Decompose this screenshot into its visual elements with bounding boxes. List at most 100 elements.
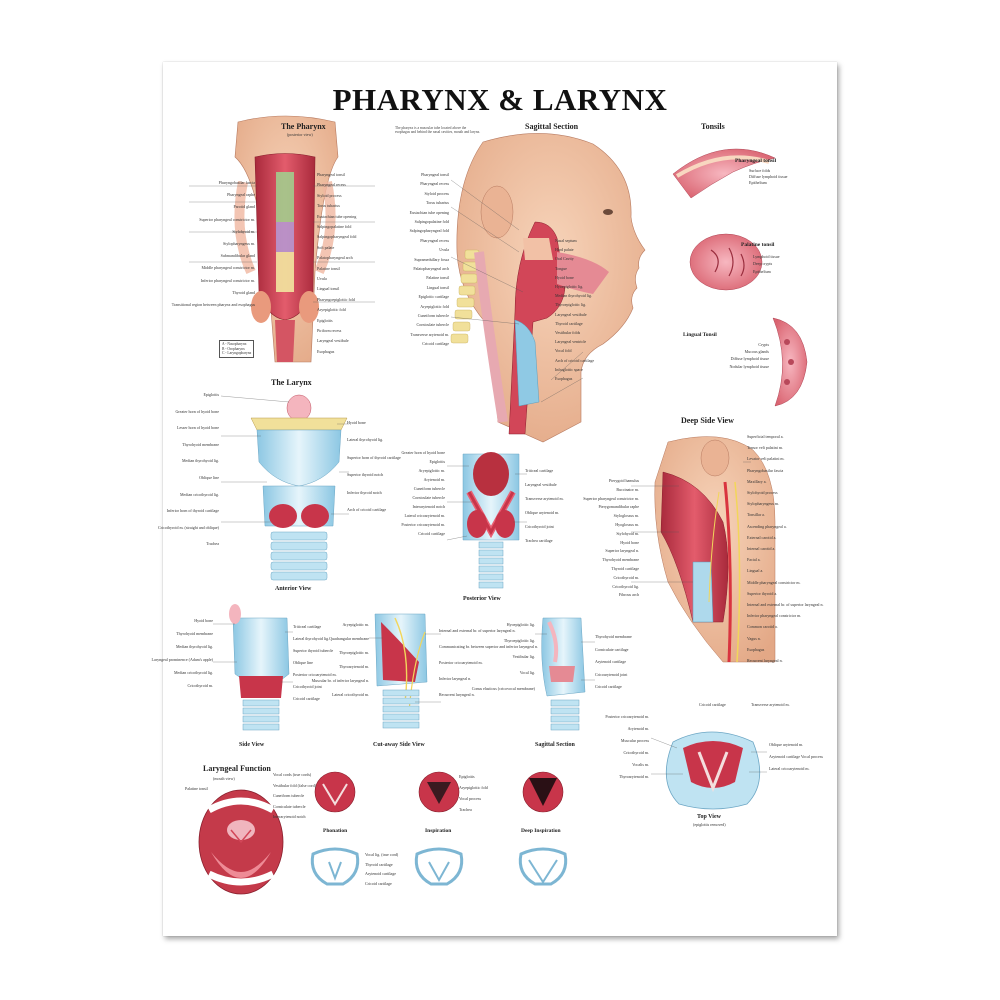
- anatomy-label: Arytenoid cartilage: [365, 871, 396, 876]
- anatomy-label: Vagus n.: [747, 636, 761, 641]
- anatomy-label: Transitional region between pharynx and …: [123, 302, 255, 307]
- anatomy-label: Median thyrohyoid lig.: [141, 644, 213, 649]
- phase-deep-inspiration: Deep Inspiration: [521, 828, 561, 834]
- anatomy-label: Pharyngeal tonsil: [345, 172, 449, 177]
- anatomy-label: Pharyngeal recess: [345, 181, 449, 186]
- top-view-caption: Top View: [697, 814, 721, 820]
- anatomy-label: Stylohyoid m.: [515, 531, 639, 536]
- anatomy-label: Cuneiform tubercle: [273, 793, 304, 798]
- anatomy-label: Thyroid cartilage: [555, 321, 583, 326]
- anatomy-label: Thyroepiglottic lig.: [403, 638, 535, 643]
- anatomy-label: Nasal septum: [555, 238, 577, 243]
- anatomy-label: Thyroarytenoid m.: [537, 774, 649, 779]
- anatomy-label: Aryepiglottic fold: [459, 785, 488, 790]
- anatomy-label: Quadrangular membrane: [261, 636, 369, 641]
- anatomy-label: Palatopharyngeal arch: [345, 266, 449, 271]
- anatomy-label: Thyrohyoid membrane: [151, 442, 219, 447]
- glottis-phase-illustrations: [315, 772, 563, 812]
- anatomy-label: Middle pharyngeal constrictor m.: [747, 580, 801, 585]
- anatomy-label: Arch of cricoid cartilage: [555, 358, 594, 363]
- posterior-view-caption: Posterior View: [463, 596, 501, 602]
- anatomy-label: Cricoid cartilage: [699, 702, 726, 707]
- anatomy-label: Internal and external br. of superior la…: [747, 602, 824, 607]
- anatomy-label: Communicating br. between superior and i…: [439, 644, 538, 649]
- anatomy-label: Thyroepiglottic lig.: [555, 302, 586, 307]
- anatomy-label: Vocalis m.: [537, 762, 649, 767]
- key-item: C - Laryngopharynx: [222, 351, 251, 356]
- anatomy-label: Posterior cricoarytenoid m.: [293, 672, 337, 677]
- anatomy-label: Inferior pharyngeal constrictor m.: [747, 613, 801, 618]
- anatomy-label: Hyoepiglottic lig.: [555, 284, 583, 289]
- palatine-tonsil-title: Palatine tonsil: [741, 242, 774, 248]
- anatomy-label: Epithelium: [753, 269, 771, 274]
- anatomy-label: Epiglottis: [333, 459, 445, 464]
- anatomy-label: Greater horn of hyoid bone: [151, 409, 219, 414]
- anatomy-label: Thyroepiglottic m.: [261, 650, 369, 655]
- anatomy-label: Cricoid cartilage: [365, 881, 392, 886]
- anatomy-label: Styloid process: [345, 191, 449, 196]
- mouth-view-illustration: [199, 790, 283, 894]
- anatomy-label: Aryepiglottic m.: [261, 622, 369, 627]
- anatomy-label: Esophagus: [317, 349, 334, 354]
- anatomy-label: Laryngeal prominence (Adam's apple): [141, 657, 213, 662]
- anatomy-label: Cuneiform tubercle: [333, 486, 445, 491]
- side-view-caption: Side View: [239, 742, 264, 748]
- anatomy-label: Cricothyroid m.: [515, 575, 639, 580]
- tonsils-title: Tonsils: [701, 122, 725, 131]
- anatomy-label: Superior pharyngeal constrictor m.: [123, 217, 255, 222]
- anatomy-label: Middle pharyngeal constrictor m.: [123, 265, 255, 270]
- anatomy-label: Styloglossus m.: [515, 513, 639, 518]
- anatomy-label: Cricothyroid m. (straight and oblique): [151, 525, 219, 530]
- anatomy-label: Common carotid a.: [747, 624, 778, 629]
- anatomy-label: Cricoid cartilage: [345, 341, 449, 346]
- anatomy-label: Cricoarytenoid joint: [595, 672, 627, 677]
- anatomy-label: Lateral cricothyroid m.: [261, 692, 369, 697]
- anatomy-label: Trachea: [151, 541, 219, 546]
- pharynx-note: The pharynx is a muscular tube located a…: [395, 126, 481, 135]
- anatomy-label: Torus tubarius: [317, 203, 340, 208]
- anatomy-label: Deep crypts: [753, 261, 772, 266]
- lingual-tonsil-title: Lingual Tonsil: [683, 332, 717, 338]
- anatomy-label: Salpingopharyngeal fold: [345, 228, 449, 233]
- anatomy-label: Greater horn of hyoid bone: [333, 450, 445, 455]
- anatomy-label: Oblique arytenoid m.: [769, 742, 803, 747]
- anatomy-label: Superior thyroid a.: [747, 591, 777, 596]
- anatomy-label: Pharyngeal recess: [317, 182, 346, 187]
- sagittal-head-illustration: [451, 133, 645, 442]
- anatomy-label: Aryepiglottic m.: [333, 468, 445, 473]
- anatomy-label: Cricoid cartilage: [595, 684, 622, 689]
- anatomy-label: Posterior cricoarytenoid m.: [537, 714, 649, 719]
- anatomy-label: Parotid gland: [123, 204, 255, 209]
- anatomy-label: Pharyngobasilar fascia: [747, 468, 783, 473]
- anatomy-label: Tonsillar a.: [747, 512, 765, 517]
- anatomy-label: Inferior pharyngeal constrictor m.: [123, 278, 255, 283]
- pharynx-subtitle: (posterior view): [287, 132, 313, 137]
- anatomy-label: Trachea: [459, 807, 472, 812]
- anatomy-label: Conus elasticus (cricovocal membrane): [403, 686, 535, 691]
- anatomy-label: Cricothyroid lig.: [515, 584, 639, 589]
- anatomy-label: Cricothyroid joint: [293, 684, 322, 689]
- anatomy-label: Internal carotid a.: [747, 546, 775, 551]
- anatomy-label: Hyoid bone: [515, 540, 639, 545]
- anatomy-label: Pterygoid hamulus: [515, 478, 639, 483]
- anatomy-label: Triticeal cartilage: [525, 468, 553, 473]
- anatomy-label: Vocal process: [459, 796, 481, 801]
- anatomy-label: Superficial temporal a.: [747, 434, 784, 439]
- anatomy-label: Thyroid gland: [123, 290, 255, 295]
- anatomy-label: Arytenoid m.: [333, 477, 445, 482]
- anatomy-label: Vocal cords (true cords): [273, 772, 311, 777]
- anatomy-label: Arytenoid m.: [537, 726, 649, 731]
- anatomy-label: Hyoepiglottic lig.: [403, 622, 535, 627]
- anatomy-label: Inferior horn of thyroid cartilage: [151, 508, 219, 513]
- anatomy-label: Hyoid bone: [555, 275, 574, 280]
- anatomy-label: Tensor veli palatini m.: [747, 445, 783, 450]
- sagittal-section-title: Sagittal Section: [525, 122, 578, 131]
- anatomy-label: Transverse arytenoid m.: [751, 702, 790, 707]
- anatomy-label: Superior pharyngeal constrictor m.: [515, 496, 639, 501]
- anatomy-label: Corniculate tubercle: [273, 804, 306, 809]
- anatomy-label: Lymphoid tissue: [753, 254, 780, 259]
- anatomy-label: Posterior cricoarytenoid m.: [439, 660, 483, 665]
- anatomy-label: Palatine tonsil: [317, 266, 340, 271]
- anatomy-label: Interarytenoid notch: [273, 814, 306, 819]
- anatomy-label: Recurrent laryngeal n.: [439, 692, 475, 697]
